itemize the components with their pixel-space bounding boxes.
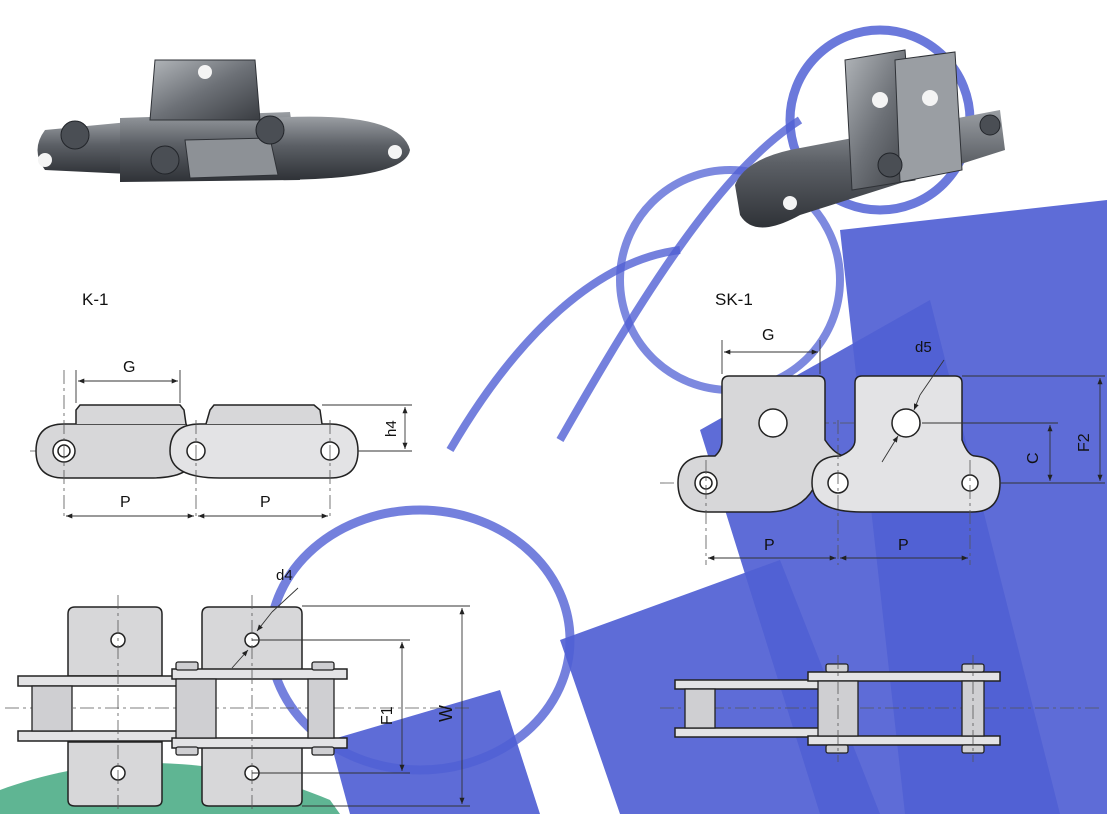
inner-link-plate xyxy=(169,423,359,479)
dim-label-c: C xyxy=(1025,452,1042,464)
chain-photo-k1 xyxy=(37,59,410,182)
dim-label-w: W xyxy=(436,705,456,722)
k1-side-view: G h4 P P xyxy=(30,359,412,520)
dim-label-p-right: P xyxy=(898,537,909,554)
dim-label-g: G xyxy=(762,327,774,344)
dim-label-g: G xyxy=(123,359,135,376)
dim-label-d4: d4 xyxy=(276,567,293,584)
chain-photo-sk1 xyxy=(735,49,1005,228)
dim-label-f2: F2 xyxy=(1076,433,1093,452)
dim-label-h4: h4 xyxy=(383,420,400,437)
sk1-top-view xyxy=(660,655,1100,762)
dim-label-p-right: P xyxy=(260,494,271,511)
dim-label-f1: F1 xyxy=(379,706,396,725)
k1-top-view: d4 F1 W xyxy=(5,567,470,812)
dim-label-p-left: P xyxy=(764,537,775,554)
outer-link-plate xyxy=(677,375,848,513)
variant-label-sk1: SK-1 xyxy=(715,290,753,309)
attachment-hole-d5 xyxy=(891,408,921,438)
sk1-side-view: G d5 C F2 P P xyxy=(660,327,1105,565)
variant-label-k1: K-1 xyxy=(82,290,108,309)
dim-label-p-left: P xyxy=(120,494,131,511)
dim-label-d5: d5 xyxy=(915,339,932,356)
